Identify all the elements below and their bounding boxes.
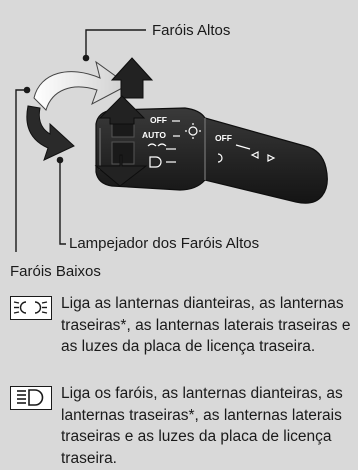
stalk-off-label: OFF (150, 115, 167, 125)
legend-text-parking-lights: Liga as lanternas dianteiras, as lantern… (61, 295, 351, 356)
stalk-turn-left-icon (250, 151, 259, 159)
light-stalk-illustration: OFF AUTO OFF (15, 29, 328, 252)
high-beam-label: Faróis Altos (152, 22, 231, 39)
legend-row-parking-lights: Liga as lanternas dianteiras, as lantern… (10, 293, 355, 377)
low-beam-leader-line (15, 89, 27, 252)
high-beam-leader-line (85, 29, 146, 58)
legend-text-headlights: Liga os faróis, as lanternas dianteiras,… (61, 385, 343, 467)
low-beam-curved-arrow (26, 105, 75, 161)
upper-arrow-top (110, 57, 154, 99)
stalk-sun-icon (188, 126, 198, 136)
stalk-symbols (147, 120, 276, 168)
high-beam-curved-arrow (33, 60, 129, 111)
callout-lines (15, 29, 146, 252)
stalk-button-bottom (111, 141, 135, 165)
upper-arrow-bottom (98, 95, 146, 125)
stalk-parking-light-icon (147, 143, 167, 147)
down-arrow (94, 154, 148, 187)
parking-lights-icon (10, 296, 52, 320)
low-beam-label: Faróis Baixos (10, 263, 101, 280)
flasher-leader-dot (56, 156, 64, 164)
stalk-auto-label: AUTO (142, 130, 166, 140)
headlight-icon (10, 386, 52, 410)
high-beam-leader-dot (82, 54, 90, 62)
flasher-leader-line (59, 160, 66, 245)
stalk-body (95, 107, 328, 204)
stalk-fog-icon (217, 153, 223, 163)
stalk: OFF AUTO OFF (95, 107, 328, 204)
stalk-ring-off-label: OFF (215, 133, 232, 143)
flasher-label: Lampejador dos Faróis Altos (69, 235, 260, 252)
stalk-headlight-icon (149, 156, 162, 168)
legend-row-headlights: Liga os faróis, as lanternas dianteiras,… (10, 383, 355, 469)
low-beam-leader-dot (23, 86, 31, 94)
stalk-markings: OFF AUTO OFF (142, 115, 232, 143)
straight-arrows (94, 57, 154, 187)
stalk-turn-right-icon (267, 154, 276, 162)
